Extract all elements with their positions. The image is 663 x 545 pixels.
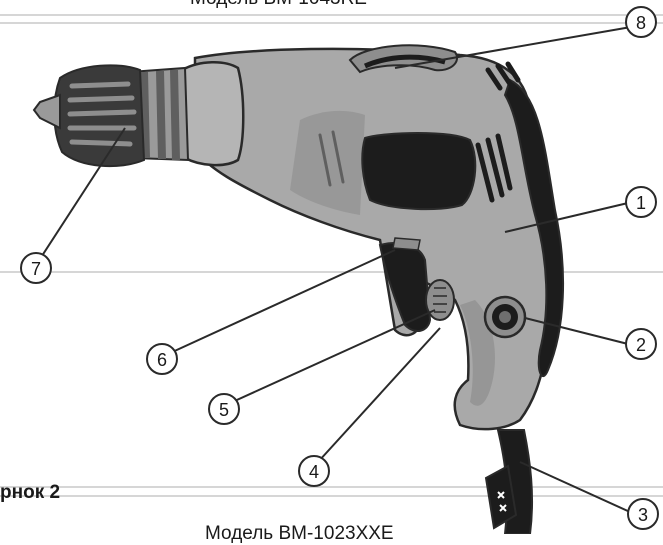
trigger-lock-button — [483, 295, 527, 339]
callout-circle-3 — [627, 498, 659, 530]
callout-number-3: 3 — [638, 505, 648, 525]
lower-rule-2 — [0, 495, 663, 497]
middle-rule — [0, 271, 663, 273]
drill-diagram: 8 1 2 3 4 5 6 7 — [20, 6, 659, 534]
callout-circle-8 — [625, 6, 657, 38]
leader-1 — [504, 202, 629, 233]
power-cord — [484, 429, 534, 534]
leader-2 — [524, 317, 629, 345]
keyless-chuck — [32, 64, 190, 168]
callout-number-7: 7 — [31, 259, 41, 279]
top-rule — [0, 14, 663, 16]
leader-5 — [227, 309, 436, 405]
callout-number-6: 6 — [157, 350, 167, 370]
callout-number-5: 5 — [219, 400, 229, 420]
callout-circle-2 — [625, 328, 657, 360]
callout-circle-5 — [208, 393, 240, 425]
lower-rule-1 — [0, 486, 663, 488]
leader-8 — [394, 26, 632, 69]
leader-6 — [167, 249, 396, 355]
callout-number-4: 4 — [309, 462, 319, 482]
callout-number-1: 1 — [636, 193, 646, 213]
drill-body — [193, 47, 565, 431]
trigger — [378, 237, 432, 332]
speed-regulator — [425, 279, 455, 321]
leader-7 — [37, 127, 126, 263]
callout-leaders — [37, 26, 632, 513]
callout-circle-6 — [146, 343, 178, 375]
callout-circles — [20, 6, 659, 530]
callout-circle-4 — [298, 455, 330, 487]
callout-number-8: 8 — [636, 13, 646, 33]
callout-number-2: 2 — [636, 335, 646, 355]
callout-circle-7 — [20, 252, 52, 284]
callout-circle-1 — [625, 186, 657, 218]
model-heading-bottom: Модель BM-1023XXE — [205, 523, 394, 544]
upper-rule — [0, 22, 663, 24]
figure-caption: рнок 2 — [0, 482, 61, 503]
gear-head — [180, 61, 245, 167]
leader-3 — [519, 461, 631, 513]
model-heading-top: Модель BM-1043RE — [190, 0, 367, 10]
leader-4 — [317, 327, 441, 463]
